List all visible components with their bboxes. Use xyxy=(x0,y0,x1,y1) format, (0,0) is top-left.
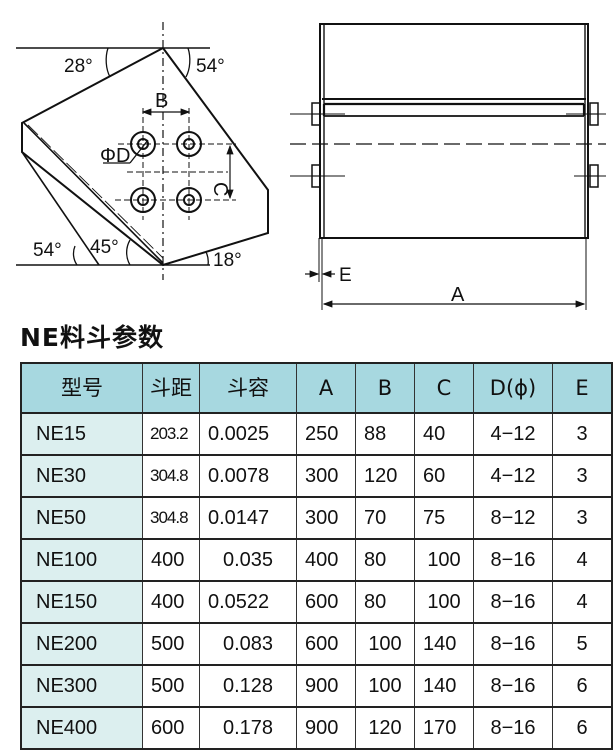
header-b: B xyxy=(355,362,415,414)
cell-model: NE30 xyxy=(20,454,143,498)
cell-pitch: 203.2 xyxy=(142,412,200,456)
cell-model: NE100 xyxy=(20,538,143,582)
angle-label-45: 45° xyxy=(90,237,119,258)
cell-a: 600 xyxy=(296,580,356,624)
cell-c: 140 xyxy=(414,622,474,666)
cell-model: NE50 xyxy=(20,496,143,540)
table-row: NE30 304.8 0.0078 300 120 60 4−12 3 xyxy=(20,454,613,498)
cell-pitch: 500 xyxy=(142,622,200,666)
header-c: C xyxy=(414,362,474,414)
table-row: NE150 400 0.0522 600 80 100 8−16 4 xyxy=(20,580,613,624)
cell-a: 300 xyxy=(296,496,356,540)
cell-model: NE300 xyxy=(20,664,143,708)
bucket-drawings-svg: 28° 54° 54° 45° 18° B ΦD C xyxy=(16,22,606,310)
cell-b: 120 xyxy=(355,454,415,498)
cell-e: 6 xyxy=(552,664,613,708)
angle-label-18: 18° xyxy=(213,250,242,271)
cell-capacity: 0.0522 xyxy=(199,580,297,624)
cell-d: 8−16 xyxy=(473,706,553,750)
cell-b: 80 xyxy=(355,580,415,624)
cell-d: 8−16 xyxy=(473,538,553,582)
table-row: NE200 500 0.083 600 100 140 8−16 5 xyxy=(20,622,613,666)
cell-d: 4−12 xyxy=(473,412,553,456)
angle-label-28: 28° xyxy=(64,56,93,77)
cell-c: 60 xyxy=(414,454,474,498)
table-row: NE15 203.2 0.0025 250 88 40 4−12 3 xyxy=(20,412,613,456)
dimension-label-b: B xyxy=(155,90,168,112)
cell-pitch: 304.8 xyxy=(142,454,200,498)
header-model: 型号 xyxy=(20,362,143,414)
cell-b: 100 xyxy=(355,664,415,708)
cell-b: 70 xyxy=(355,496,415,540)
table-header-row: 型号 斗距 斗容 A B C D(ϕ) E xyxy=(20,362,613,414)
cell-c: 40 xyxy=(414,412,474,456)
cell-b: 120 xyxy=(355,706,415,750)
cell-c: 100 xyxy=(414,538,474,582)
cell-d: 4−12 xyxy=(473,454,553,498)
cell-b: 88 xyxy=(355,412,415,456)
table-row: NE400 600 0.178 900 120 170 8−16 6 xyxy=(20,706,613,750)
cell-b: 100 xyxy=(355,622,415,666)
dimension-label-e: E xyxy=(339,265,352,286)
cell-a: 400 xyxy=(296,538,356,582)
table-row: NE100 400 0.035 400 80 100 8−16 4 xyxy=(20,538,613,582)
cell-d: 8−16 xyxy=(473,580,553,624)
header-e: E xyxy=(552,362,613,414)
cell-capacity: 0.128 xyxy=(199,664,297,708)
angle-label-54-bottom: 54° xyxy=(33,240,62,261)
cell-b: 80 xyxy=(355,538,415,582)
cell-c: 75 xyxy=(414,496,474,540)
cell-pitch: 500 xyxy=(142,664,200,708)
cell-capacity: 0.0025 xyxy=(199,412,297,456)
cell-pitch: 600 xyxy=(142,706,200,750)
header-a: A xyxy=(296,362,356,414)
header-capacity: 斗容 xyxy=(199,362,297,414)
cell-a: 600 xyxy=(296,622,356,666)
cell-capacity: 0.178 xyxy=(199,706,297,750)
table-row: NE50 304.8 0.0147 300 70 75 8−12 3 xyxy=(20,496,613,540)
side-view xyxy=(16,22,269,280)
cell-capacity: 0.035 xyxy=(199,538,297,582)
cell-c: 140 xyxy=(414,664,474,708)
cell-c: 170 xyxy=(414,706,474,750)
header-pitch: 斗距 xyxy=(142,362,200,414)
cell-model: NE200 xyxy=(20,622,143,666)
bucket-parameters-table: 型号 斗距 斗容 A B C D(ϕ) E NE15 203.2 0.0025 … xyxy=(20,362,613,750)
technical-drawing: 28° 54° 54° 45° 18° B ΦD C xyxy=(0,0,616,320)
cell-e: 3 xyxy=(552,454,613,498)
angle-label-54-top: 54° xyxy=(196,56,225,77)
cell-e: 5 xyxy=(552,622,613,666)
cell-a: 900 xyxy=(296,706,356,750)
cell-d: 8−16 xyxy=(473,622,553,666)
cell-pitch: 400 xyxy=(142,580,200,624)
header-d: D(ϕ) xyxy=(473,362,553,414)
dimension-label-d: ΦD xyxy=(100,145,130,167)
cell-model: NE15 xyxy=(20,412,143,456)
dimension-label-a: A xyxy=(451,284,465,306)
section-title: NE料斗参数 xyxy=(20,323,165,352)
dimension-label-c: C xyxy=(209,182,231,196)
cell-e: 6 xyxy=(552,706,613,750)
cell-e: 4 xyxy=(552,580,613,624)
cell-e: 3 xyxy=(552,496,613,540)
cell-d: 8−16 xyxy=(473,664,553,708)
cell-capacity: 0.083 xyxy=(199,622,297,666)
cell-e: 4 xyxy=(552,538,613,582)
cell-c: 100 xyxy=(414,580,474,624)
cell-a: 900 xyxy=(296,664,356,708)
cell-a: 250 xyxy=(296,412,356,456)
cell-model: NE400 xyxy=(20,706,143,750)
cell-e: 3 xyxy=(552,412,613,456)
cell-model: NE150 xyxy=(20,580,143,624)
cell-a: 300 xyxy=(296,454,356,498)
cell-pitch: 400 xyxy=(142,538,200,582)
cell-capacity: 0.0078 xyxy=(199,454,297,498)
cell-capacity: 0.0147 xyxy=(199,496,297,540)
table-row: NE300 500 0.128 900 100 140 8−16 6 xyxy=(20,664,613,708)
cell-pitch: 304.8 xyxy=(142,496,200,540)
cell-d: 8−12 xyxy=(473,496,553,540)
front-view xyxy=(290,23,606,310)
